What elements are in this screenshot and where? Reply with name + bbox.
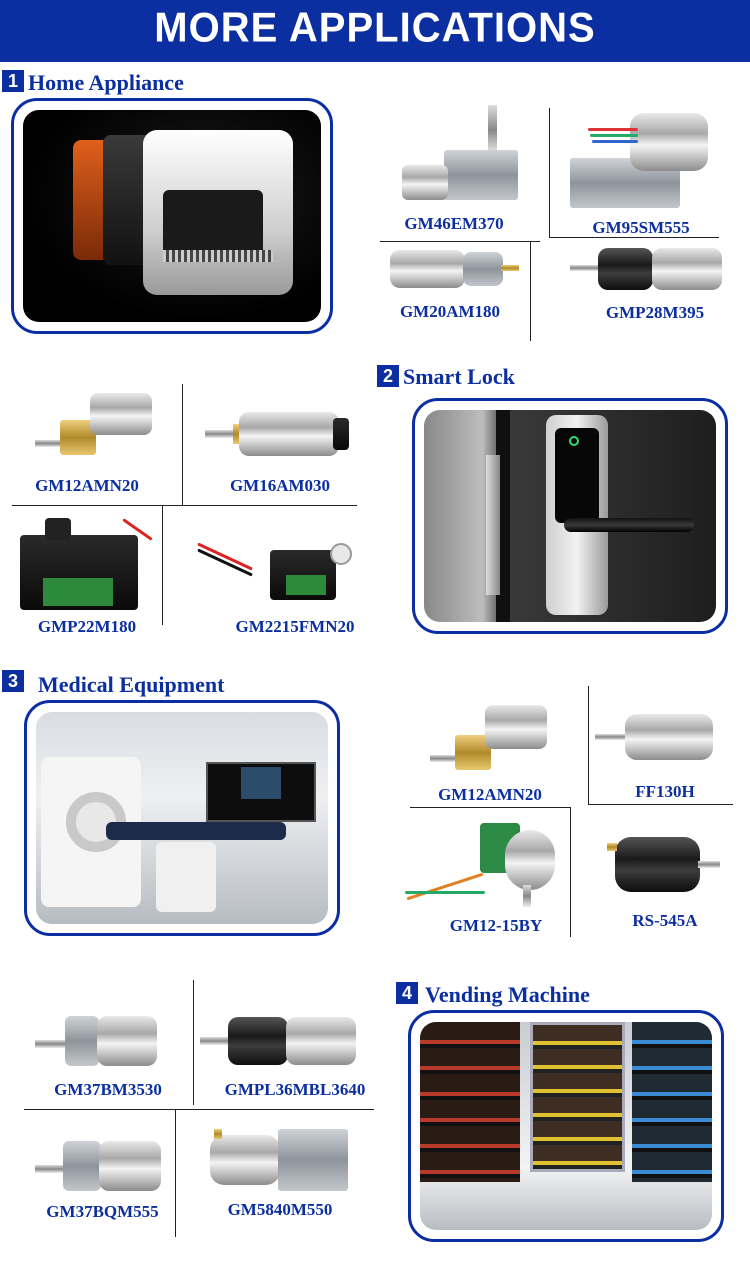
motor-gm12amn20-image <box>30 385 160 465</box>
label-gm46em370: GM46EM370 <box>404 214 504 233</box>
drip-tray <box>163 250 273 262</box>
lock-status-icon <box>569 436 579 446</box>
motor-gmp28m395-image <box>568 245 728 295</box>
lock-handle <box>564 518 694 532</box>
motor-rs-545a-image <box>605 835 725 895</box>
motor-ff130h-image <box>595 710 725 765</box>
label-gm2215fmn20: GM2215FMN20 <box>235 617 355 636</box>
motor-gm2215fmn20-image <box>190 535 355 610</box>
motor-gm95sm555-image <box>560 98 720 218</box>
motor-gm12-15by-image <box>405 815 565 910</box>
label-gm95sm555: GM95SM555 <box>592 218 690 237</box>
label-rs-545a: RS-545A <box>632 911 698 930</box>
page-title: MORE APPLICATIONS <box>154 4 596 52</box>
motor-gm5840m550-image <box>200 1125 370 1195</box>
medical-equipment-photo <box>24 700 340 936</box>
label-gmp28m395: GMP28M395 <box>605 303 705 322</box>
vending-machine-center <box>530 1022 625 1172</box>
section-title-vending-machine: Vending Machine <box>425 982 590 1007</box>
label-gm16am030: GM16AM030 <box>229 476 331 495</box>
section-number-3: 3 <box>2 670 24 692</box>
section-number-1: 1 <box>2 70 24 92</box>
smart-lock-photo <box>412 398 728 634</box>
motor-medical-gm12amn20-image <box>425 695 555 780</box>
motor-gm46em370-image <box>400 100 520 210</box>
vending-machine-left <box>420 1022 520 1182</box>
header-banner <box>0 0 750 62</box>
coffee-machine-spout <box>163 190 263 260</box>
motor-gmpl36mbl3640-image <box>200 1012 370 1072</box>
patient-table <box>106 822 286 840</box>
label-gm12-15by: GM12-15BY <box>449 916 543 935</box>
motor-gm37bqm555-image <box>35 1135 170 1195</box>
vending-machine-photo <box>408 1010 724 1242</box>
label-gmp22m180: GMP22M180 <box>37 617 137 636</box>
section-title-medical-equipment: Medical Equipment <box>38 672 225 697</box>
vending-machine-right <box>632 1022 712 1182</box>
section-title-smart-lock: Smart Lock <box>403 364 515 389</box>
label-gmpl36mbl3640: GMPL36MBL3640 <box>224 1080 366 1099</box>
label-gm37bqm555: GM37BQM555 <box>46 1202 159 1221</box>
section-title-home-appliance: Home Appliance <box>28 70 184 95</box>
label-ff130h: FF130H <box>635 782 695 801</box>
motor-gm16am030-image <box>205 410 355 460</box>
label-medical-gm12amn20: GM12AMN20 <box>438 785 542 804</box>
section-number-2: 2 <box>377 365 399 387</box>
motor-gm20am180-image <box>385 245 525 295</box>
label-lock-gm12amn20: GM12AMN20 <box>35 476 139 495</box>
section-number-4: 4 <box>396 982 418 1004</box>
label-gm37bm3530: GM37BM3530 <box>54 1080 162 1099</box>
lock-bolt-plate <box>486 455 500 595</box>
motor-gm37bm3530-image <box>35 1010 165 1070</box>
home-appliance-photo <box>11 98 333 334</box>
label-gm5840m550: GM5840M550 <box>227 1200 333 1219</box>
label-gm20am180: GM20AM180 <box>399 302 501 321</box>
motor-gmp22m180-image <box>15 510 165 615</box>
